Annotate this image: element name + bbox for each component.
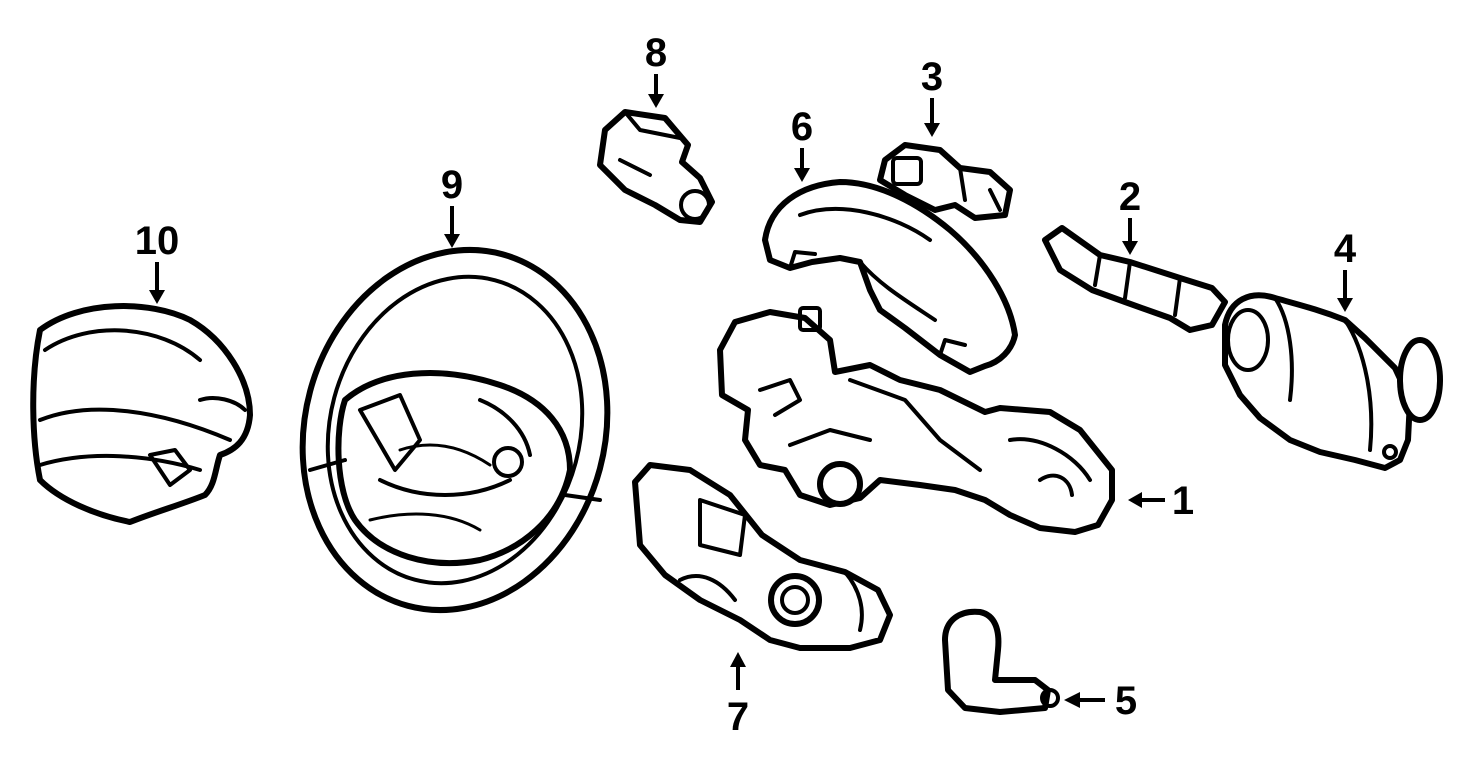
callout-7[interactable]: 7 xyxy=(727,695,749,739)
callout-1[interactable]: 1 xyxy=(1172,479,1194,523)
callout-5[interactable]: 5 xyxy=(1115,679,1137,723)
callout-10[interactable]: 10 xyxy=(135,219,180,263)
callout-2[interactable]: 2 xyxy=(1119,175,1141,219)
callout-9[interactable]: 9 xyxy=(441,163,463,207)
part-6-upper-column-cover[interactable] xyxy=(762,179,1018,375)
callout-4[interactable]: 4 xyxy=(1334,227,1357,271)
part-8-switch[interactable] xyxy=(597,109,715,225)
part-5-lever[interactable] xyxy=(942,608,1060,715)
callout-6[interactable]: 6 xyxy=(791,105,813,149)
part-4-column-boot[interactable] xyxy=(1222,292,1443,471)
part-3-switch[interactable] xyxy=(877,142,1013,221)
part-2-shaft[interactable] xyxy=(1042,225,1228,333)
part-9-steering-wheel[interactable] xyxy=(263,215,647,644)
callout-3[interactable]: 3 xyxy=(921,55,943,99)
part-1-steering-column[interactable] xyxy=(717,306,1115,535)
part-10-airbag-module[interactable] xyxy=(30,303,253,525)
callout-8[interactable]: 8 xyxy=(645,31,667,75)
part-7-lower-column-cover[interactable] xyxy=(632,462,893,651)
callout-labels: 10 9 8 6 3 2 4 1 7 5 xyxy=(135,31,1357,739)
callout-arrows xyxy=(149,74,1353,708)
